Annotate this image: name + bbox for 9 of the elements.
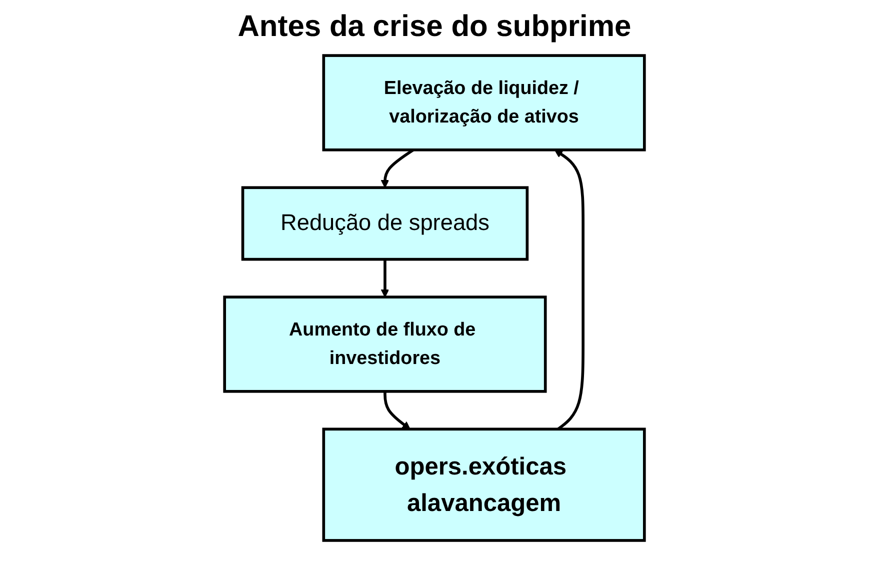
arrow	[380, 148, 414, 188]
arrow	[384, 391, 410, 430]
arrow	[380, 259, 390, 298]
diagram-title: Antes da crise do subprime	[236, 10, 632, 44]
node-box: opers.exóticas alavancagem	[322, 428, 646, 542]
node-box: Redução de spreads	[241, 186, 529, 261]
node-box: Aumento de fluxo de investidores	[223, 296, 547, 393]
node-box: Elevação de liquidez / valorização de ativos	[322, 54, 646, 152]
arrow	[554, 150, 584, 430]
